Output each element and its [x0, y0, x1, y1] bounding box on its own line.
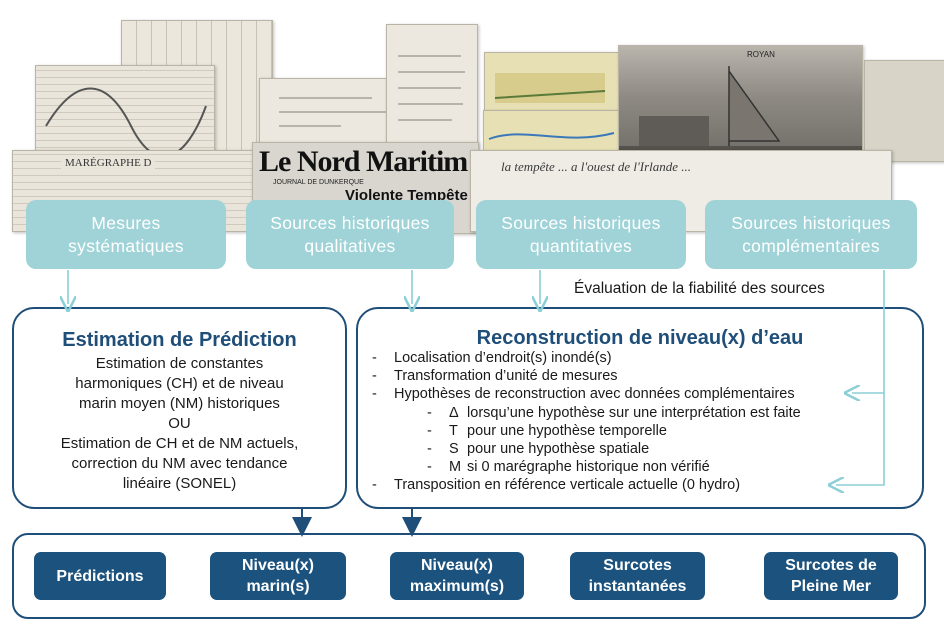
estimation-line-7: linéaire (SONEL)	[122, 475, 237, 492]
source-box-mesures: Mesures systématiques	[26, 200, 226, 269]
handwriting-text: la tempête ... a l'ouest de l'Irlande ..…	[501, 159, 692, 174]
output-niveaux-marins: Niveau(x) marin(s)	[210, 552, 346, 600]
list-subitem: -T pour une hypothèse temporelle	[427, 422, 667, 439]
estimation-panel: Estimation de Prédiction Estimation de c…	[12, 307, 347, 509]
list-item: -Transformation d’unité de mesures	[372, 368, 618, 385]
list-item: -Hypothèses de reconstruction avec donné…	[372, 386, 795, 403]
source-label-qualitatives: Sources historiques qualitatives	[270, 212, 430, 256]
newspaper-subtitle: JOURNAL DE DUNKERQUE	[273, 179, 364, 186]
map-photo	[864, 60, 944, 162]
output-predictions: Prédictions	[34, 552, 166, 600]
reconstruction-panel: Reconstruction de niveau(x) d’eau	[356, 307, 924, 509]
estimation-line-6: correction du NM avec tendance	[71, 455, 288, 472]
output-surcotes-instantanees: Surcotes instantanées	[570, 552, 705, 600]
evaluation-label: Évaluation de la fiabilité des sources	[574, 280, 825, 297]
source-label-quantitatives: Sources historiques quantitatives	[501, 212, 661, 256]
estimation-line-1: Estimation de constantes	[95, 355, 264, 372]
arrow-complementaires-to-reconstruction	[852, 270, 885, 393]
list-subitem: -M si 0 marégraphe historique non vérifi…	[427, 459, 710, 476]
source-box-quantitatives: Sources historiques quantitatives	[476, 200, 686, 269]
newspaper-title: Le Nord Maritim	[259, 145, 468, 178]
estimation-line-2: harmoniques (CH) et de niveau	[75, 375, 284, 392]
source-box-complementaires: Sources historiques complémentaires	[705, 200, 917, 269]
source-label-complementaires: Sources historiques complémentaires	[731, 212, 891, 256]
estimation-line-3: marin moyen (NM) historiques	[79, 395, 280, 412]
list-subitem: -Δ lorsqu’une hypothèse sur une interpré…	[427, 404, 801, 421]
reconstruction-title: Reconstruction de niveau(x) d’eau	[476, 327, 804, 349]
estimation-title: Estimation de Prédiction	[62, 329, 297, 351]
profile-graphic	[488, 132, 615, 140]
reconstruction-list: -Localisation d’endroit(s) inondé(s) -Tr…	[372, 349, 801, 495]
chart-graphic	[494, 73, 606, 103]
source-label-mesures: Mesures systématiques	[68, 212, 184, 256]
estimation-line-5: Estimation de CH et de NM actuels,	[60, 435, 299, 452]
estimation-line-4: OU	[168, 415, 191, 432]
source-box-qualitatives: Sources historiques qualitatives	[246, 200, 454, 269]
output-surcotes-pleine-mer: Surcotes de Pleine Mer	[764, 552, 898, 600]
maregraphe-caption: MARÉGRAPHE D	[61, 157, 156, 169]
arrow-complementaires-to-transposition	[836, 393, 885, 485]
estimation-text: Estimation de constantes harmoniques (CH…	[14, 354, 345, 494]
postcard-caption: ROYAN	[747, 50, 775, 59]
list-subitem: -S pour une hypothèse spatiale	[427, 441, 650, 458]
output-niveaux-maximums: Niveau(x) maximum(s)	[390, 552, 524, 600]
newspaper-headline: Violente Tempête	[345, 187, 468, 204]
list-item: -Localisation d’endroit(s) inondé(s)	[372, 350, 612, 366]
list-item: -Transposition en référence verticale ac…	[372, 477, 741, 494]
tide-curve-graphic	[45, 87, 207, 158]
